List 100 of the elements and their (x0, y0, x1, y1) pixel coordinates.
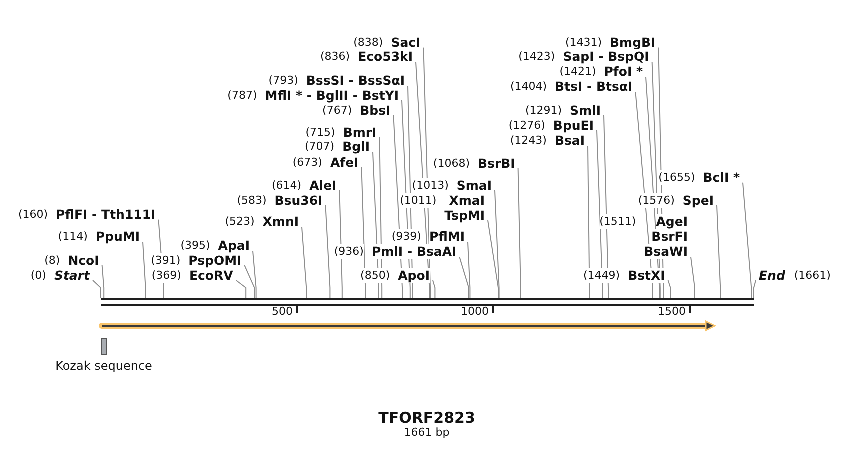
leader-line (379, 137, 383, 298)
site-position: (391) (151, 252, 181, 268)
enzyme-name: BmrI (343, 124, 377, 140)
enzyme-name: BsaWI (644, 244, 688, 260)
enzyme-name: BglI (342, 139, 370, 154)
site-position: (160) (18, 206, 48, 222)
leader-line (635, 92, 654, 298)
site-position: (850) (360, 268, 390, 282)
enzyme-name: BclI * (703, 170, 740, 185)
site-position: (936) (334, 244, 364, 260)
leader-line (488, 220, 499, 298)
site-position: (1404) (510, 79, 548, 94)
leader-line (716, 205, 722, 298)
enzyme-name: BstXI (628, 268, 666, 282)
scale-label: 1500 (658, 305, 686, 319)
site-position: (8) (44, 252, 60, 268)
leader-line (604, 115, 609, 298)
leader-line (588, 146, 590, 298)
site-position: (1449) (584, 268, 620, 282)
site-position: (1011) (400, 192, 437, 208)
site-position: (523) (225, 214, 255, 230)
leader-line (432, 280, 436, 298)
enzyme-name: BpuEI (553, 118, 594, 132)
enzyme-name: MflI * - BglII - BstYI (265, 88, 399, 102)
enzyme-name: PflFI - Tth111I (56, 206, 156, 222)
end-label: End (759, 268, 786, 282)
map-subtitle: 1661 bp (404, 426, 450, 440)
start-label: Start (54, 268, 90, 282)
leader-line (252, 250, 257, 298)
leader-line (92, 280, 102, 298)
site-position: (1243) (510, 133, 547, 148)
site-position: (1276) (508, 118, 546, 132)
site-position: (1068) (433, 156, 470, 170)
enzyme-name: AgeI (656, 214, 688, 230)
leader-line (244, 265, 256, 298)
site-position: (1511) (600, 214, 636, 230)
leader-line (596, 130, 604, 298)
site-position: (1291) (525, 102, 562, 118)
enzyme-name: BsaI (554, 133, 585, 148)
site-position: (114) (58, 229, 88, 244)
leader-line (372, 152, 380, 298)
site-position: (0) (30, 268, 46, 282)
leader-line (742, 182, 752, 298)
site-position: (1421) (560, 64, 596, 80)
enzyme-name: BmgBI (610, 34, 656, 50)
site-position: (767) (322, 102, 352, 118)
enzyme-name: SacI (391, 34, 421, 50)
site-position: (836) (320, 49, 350, 64)
leader-line (339, 190, 343, 298)
leader-line (102, 265, 105, 298)
site-position: (939) (392, 229, 422, 244)
feature-label: Kozak sequence (56, 359, 152, 374)
site-position: (614) (272, 178, 302, 192)
site-position: (707) (304, 139, 335, 154)
enzyme-name: PpuMI (96, 229, 140, 244)
leader-line (393, 115, 403, 298)
enzyme-name: NcoI (68, 252, 100, 268)
enzyme-name: PspOMI (188, 252, 242, 268)
enzyme-name: XmaI (449, 192, 485, 208)
enzyme-name: ApaI (218, 238, 250, 254)
enzyme-name: BssSI - BssSαI (306, 73, 405, 88)
enzyme-name: SpeI (682, 192, 714, 208)
enzyme-name: TspMI (444, 208, 485, 222)
leader-line (494, 190, 500, 298)
leader-line (236, 280, 247, 298)
leader-line (754, 280, 756, 298)
site-position: (1423) (518, 49, 556, 64)
leader-line (690, 256, 696, 298)
site-position: (1013) (412, 178, 449, 192)
site-position: (1576) (638, 192, 675, 208)
leader-line (408, 86, 414, 298)
site-position: (1661) (794, 268, 831, 282)
enzyme-name: ApoI (398, 268, 430, 282)
scale-label: 1000 (461, 305, 489, 319)
site-position: (1431) (565, 34, 602, 50)
leader-line (142, 242, 146, 298)
leader-line (302, 226, 308, 298)
site-position: (673) (292, 154, 322, 170)
site-position: (787) (228, 88, 258, 102)
enzyme-name: AfeI (330, 154, 359, 170)
site-position: (715) (306, 124, 336, 140)
leader-line (468, 242, 471, 298)
site-position: (793) (268, 73, 298, 88)
enzyme-name: SmlI (570, 102, 601, 118)
scale-label: 500 (272, 305, 293, 319)
site-position: (369) (152, 268, 182, 282)
enzyme-name: EcoRV (189, 268, 234, 282)
enzyme-name: AleI (310, 178, 337, 192)
enzyme-name: SmaI (456, 178, 492, 192)
map-title: TFORF2823 (378, 409, 476, 427)
enzyme-name: Bsu36I (274, 192, 323, 208)
enzyme-name: BsrFI (652, 229, 688, 244)
enzyme-name: BtsI - BtsαI (555, 79, 633, 94)
leader-line (518, 168, 522, 298)
leader-line (325, 205, 331, 298)
leader-line (361, 167, 366, 298)
enzyme-name: BsrBI (478, 156, 516, 170)
enzyme-name: PfoI * (604, 64, 643, 80)
enzyme-name: BbsI (360, 102, 391, 118)
enzyme-name: PmlI - BsaAI (372, 244, 457, 260)
